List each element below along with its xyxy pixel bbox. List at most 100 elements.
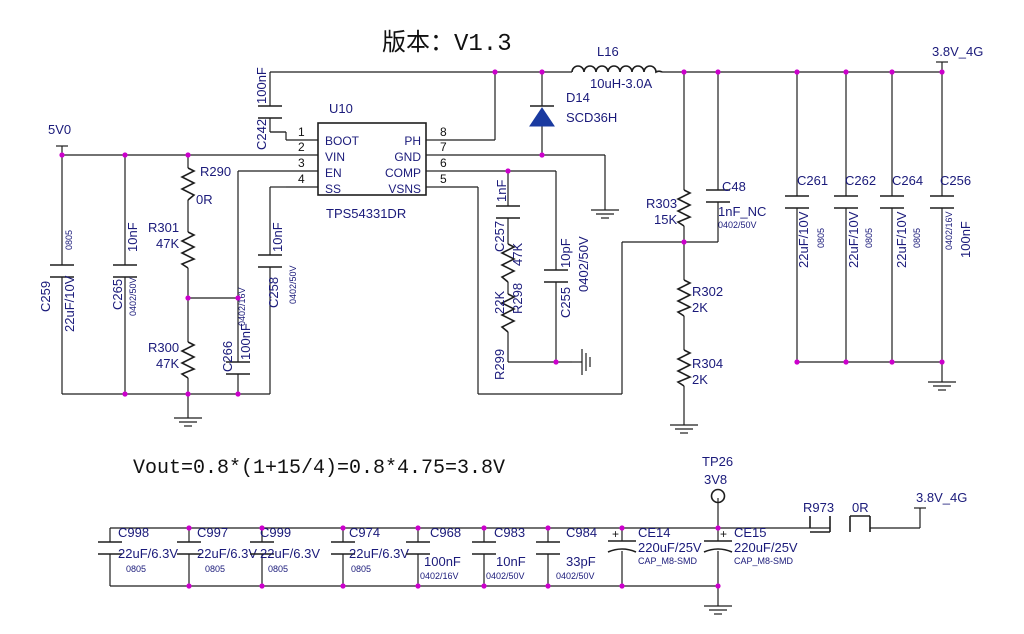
c265-ref: C265 [110, 279, 125, 310]
out-cap-2-value: 22uF/10V [894, 211, 909, 268]
page-title: 版本：V1.3 [382, 29, 512, 58]
resistor-r303 [676, 189, 692, 227]
ground-symbol [703, 595, 733, 615]
c255-value: 10pF [558, 238, 573, 268]
cap-c255 [544, 269, 568, 283]
r298-value: 47K [510, 243, 525, 266]
net-5v0: 5V0 [48, 122, 71, 137]
bottom-cap-5-value: 10nF [496, 554, 526, 569]
pin-vsns: VSNS [388, 182, 421, 196]
ground-symbol [669, 414, 699, 434]
r973-value: 0R [852, 500, 869, 515]
pin-4-num: 4 [298, 172, 305, 186]
r298-ref: R298 [510, 283, 525, 314]
c265-value: 10nF [125, 222, 140, 252]
ce15-ref: CE15 [734, 525, 767, 540]
bottom-cap-0-pkg: 0805 [126, 564, 146, 574]
bottom-cap-6-value: 33pF [566, 554, 596, 569]
tp26-value: 3V8 [704, 472, 727, 487]
c265-pkg: 0402/50V [128, 277, 138, 316]
elcap-ce14: + [607, 527, 637, 553]
junction-dots [59, 69, 945, 397]
r973-ref: R973 [803, 500, 834, 515]
c242-value: 100nF [254, 67, 269, 104]
bottom-cap-1-ref: C997 [197, 525, 228, 540]
ic-ref: U10 [329, 101, 353, 116]
r303-ref: R303 [646, 196, 677, 211]
c259-value: 22uF/10V [62, 275, 77, 332]
bottom-cap-0-ref: C998 [118, 525, 149, 540]
resistor-r301 [180, 231, 196, 269]
r303-value: 15K [654, 212, 677, 227]
d14-ref: D14 [566, 90, 590, 105]
r290-value: 0R [196, 192, 213, 207]
c266-pkg: 0402/16V [237, 287, 247, 326]
c242-ref: C242 [254, 119, 269, 150]
vout-formula: Vout=0.8*(1+15/4)=0.8*4.75=3.8V [133, 457, 505, 480]
ground-symbol [590, 199, 620, 219]
top-wires [56, 61, 948, 415]
pin-5-num: 5 [440, 172, 447, 186]
l16-value: 10uH-3.0A [590, 76, 652, 91]
bottom-cap-6 [536, 541, 560, 555]
out-cap-2-pkg: 0805 [912, 228, 922, 248]
cap-c48 [706, 189, 730, 203]
c48-ref: C48 [722, 179, 746, 194]
diode-d14 [529, 105, 555, 127]
resistor-r302 [676, 279, 692, 317]
out-cap-1-value: 22uF/10V [846, 211, 861, 268]
bottom-cap-3 [331, 541, 355, 555]
r300-ref: R300 [148, 340, 179, 355]
bottom-cap-2 [250, 541, 274, 555]
d14-value: SCD36H [566, 110, 617, 125]
ic-u10-pins [270, 131, 440, 188]
r299-value: 22K [492, 291, 507, 314]
resistor-r298 [500, 243, 516, 283]
pin-3-num: 3 [298, 156, 305, 170]
cap-c258 [258, 254, 282, 268]
bottom-cap-2-ref: C999 [260, 525, 291, 540]
out-cap-1 [834, 195, 858, 209]
pin-6-num: 6 [440, 156, 447, 170]
svg-text:+: + [612, 527, 619, 541]
out-cap-3-ref: C256 [940, 173, 971, 188]
out-cap-3-value: 100nF [958, 221, 973, 258]
c259-pkg: 0805 [64, 230, 74, 250]
bottom-cap-2-pkg: 0805 [268, 564, 288, 574]
c259-ref: C259 [38, 281, 53, 312]
c257-value: 1nF [494, 180, 509, 202]
c48-value: 1nF_NC [718, 204, 766, 219]
pin-ph: PH [404, 134, 421, 148]
bottom-cap-3-pkg: 0805 [351, 564, 371, 574]
pin-vin: VIN [325, 150, 345, 164]
out-cap-2-ref: C264 [892, 173, 923, 188]
c258-pkg: 0402/50V [288, 265, 298, 304]
bottom-cap-6-ref: C984 [566, 525, 597, 540]
cap-c266 [226, 361, 250, 375]
cap-c265 [113, 264, 137, 278]
bottom-cap-5-pkg: 0402/50V [486, 571, 525, 581]
r302-ref: R302 [692, 284, 723, 299]
bottom-cap-4-pkg: 0402/16V [420, 571, 459, 581]
out-cap-0-ref: C261 [797, 173, 828, 188]
ground-symbol [927, 371, 957, 391]
cap-c259 [50, 264, 74, 278]
resistor-r299 [500, 293, 516, 333]
test-point-tp26 [710, 488, 726, 504]
bottom-cap-4-value: 100nF [424, 554, 461, 569]
bottom-cap-0-value: 22uF/6.3V [118, 546, 178, 561]
bottom-cap-0 [98, 541, 122, 555]
out-cap-1-ref: C262 [845, 173, 876, 188]
bottom-cap-3-ref: C974 [349, 525, 380, 540]
r304-value: 2K [692, 372, 708, 387]
ce15-pkg: CAP_M8-SMD [734, 556, 794, 566]
out-cap-1-pkg: 0805 [864, 228, 874, 248]
bottom-cap-3-value: 22uF/6.3V [349, 546, 409, 561]
resistor-r300 [180, 341, 196, 379]
r300-value: 47K [156, 356, 179, 371]
out-cap-2 [880, 195, 904, 209]
pin-en: EN [325, 166, 342, 180]
c257-ref: C257 [492, 221, 507, 252]
cap-c257 [496, 205, 520, 219]
